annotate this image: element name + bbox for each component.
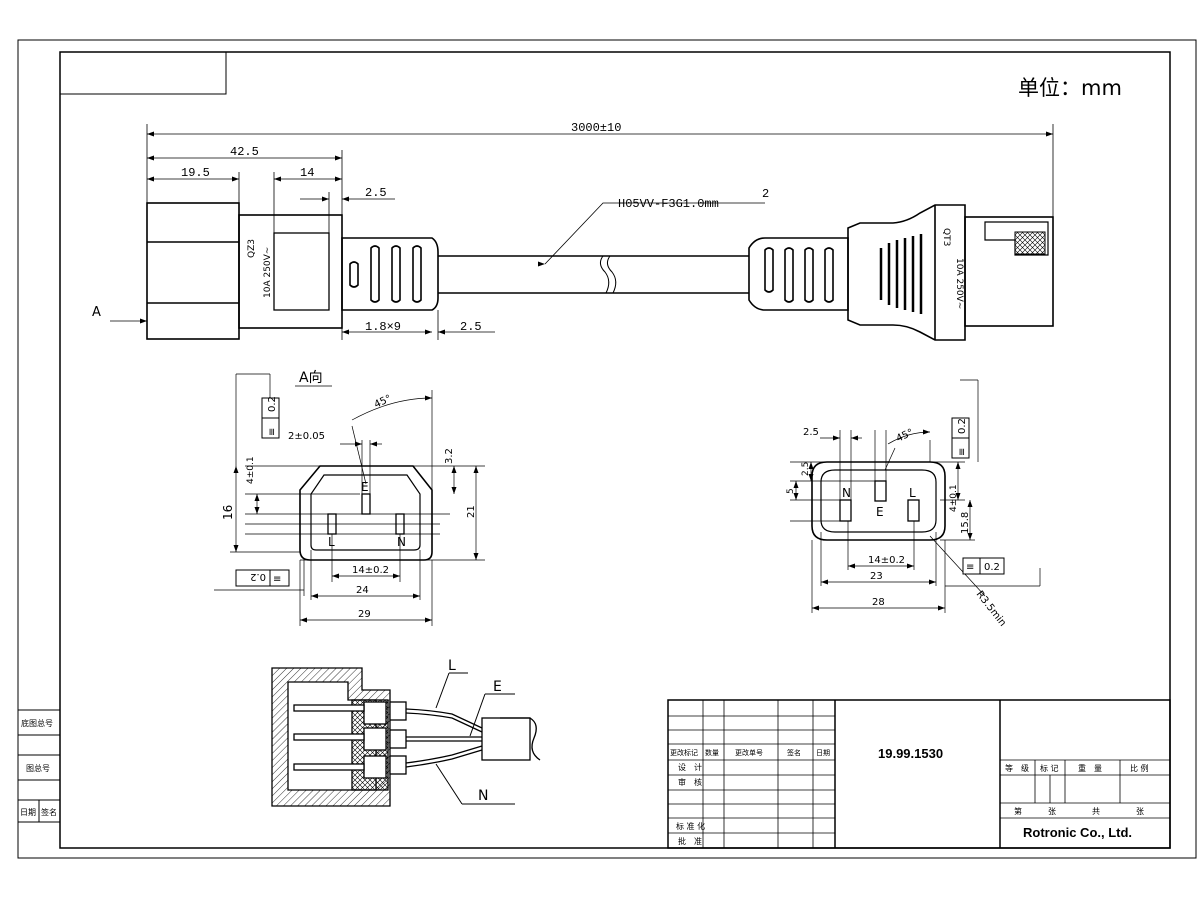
front-left-d21: 21: [466, 505, 477, 518]
front-right-d23: 23: [870, 571, 883, 582]
front-right-d28: 28: [872, 597, 885, 608]
strip-label-date: 日期: [20, 808, 36, 817]
front-left-angle: 45°: [373, 393, 394, 410]
drawing-frame: [17, 39, 1197, 859]
sheet-unit-2: 张: [1136, 807, 1144, 816]
sheet-unit-1: 张: [1048, 807, 1056, 816]
front-left-d24: 24: [356, 585, 369, 596]
left-strip: [18, 709, 60, 823]
front-right-d158: 15.8: [960, 512, 971, 534]
row-standard: 标 准 化: [676, 821, 705, 831]
strip-label-base: 底图总号: [21, 718, 53, 728]
front-right-d5: 5: [786, 488, 796, 494]
front-left-d14: 14±0.2: [352, 565, 389, 576]
front-left-pin-n: N: [397, 535, 406, 549]
title-block: [667, 699, 1171, 849]
front-left-pin-e: E: [361, 480, 369, 494]
drawing-number: 19.99.1530: [878, 746, 943, 761]
wiring-label-e: E: [493, 679, 502, 695]
unit-label: 单位：mm: [1018, 76, 1122, 100]
rev-header-date: 日期: [816, 749, 830, 757]
front-left-tol-bottom: 0.2: [250, 571, 266, 582]
front-right-d25: 2.5: [803, 427, 819, 438]
front-left-d29: 29: [358, 609, 371, 620]
wiring-label-n: N: [478, 788, 488, 804]
front-left-d4: 4±0.1: [246, 456, 256, 484]
front-right-tol-right-symbol: ≡: [966, 562, 974, 573]
sheet-total: 共: [1092, 807, 1100, 816]
cable-spec: H05VV-F3G1.0mm: [618, 197, 719, 211]
dim-42-5: 42.5: [230, 145, 259, 159]
front-left-pin-l: L: [328, 535, 335, 549]
view-a-title: A向: [299, 370, 323, 386]
front-right-d4: 4±0.1: [949, 484, 959, 512]
dim-2-5-top: 2.5: [365, 186, 387, 200]
view-arrow-label: A: [92, 305, 101, 320]
front-right-tol-symbol: ≡: [957, 448, 968, 456]
top-dimension-lines: [110, 124, 1054, 340]
wiring-section: [271, 667, 541, 807]
cable-spec-sup: 2: [762, 187, 769, 201]
front-left-tol-symbol: ≡: [267, 428, 278, 436]
rev-header-no: 更改单号: [735, 748, 763, 757]
front-right-pin-l: L: [909, 486, 916, 500]
front-right-tol-right: 0.2: [984, 562, 1000, 573]
front-left-tol-box: 0.2: [267, 396, 278, 412]
dim-2-5-bottom: 2.5: [460, 320, 482, 334]
front-view-right: [811, 461, 946, 541]
rev-header-sign: 签名: [787, 748, 801, 757]
rev-header-qty: 数量: [705, 748, 719, 757]
row-approve: 批 准: [678, 836, 702, 846]
front-left-d2: 2±0.05: [288, 431, 325, 442]
wiring-label-l: L: [448, 658, 456, 674]
row-design: 设 计: [678, 762, 702, 772]
stage-mark: 标 记: [1040, 763, 1059, 773]
front-left-d16: 16: [221, 505, 235, 520]
stage-weight: 重 量: [1078, 763, 1102, 773]
left-plug-qz: QZ3: [247, 239, 257, 258]
row-review: 审 核: [678, 777, 702, 787]
dim-14: 14: [300, 166, 314, 180]
strip-label-sign: 签名: [41, 807, 57, 817]
rev-header-mark: 更改标记: [670, 748, 698, 757]
right-plug-rating: 10A 250V~: [954, 258, 964, 309]
front-right-d14: 14±0.2: [868, 555, 905, 566]
strip-label-total: 图总号: [26, 763, 50, 773]
cable-side-view: [146, 202, 1054, 341]
company-name: Rotronic Co., Ltd.: [1023, 825, 1132, 840]
front-left-tol-bottom-symbol: ≡: [273, 574, 281, 585]
front-right-tol-box: 0.2: [957, 418, 968, 434]
front-left-d32: 3.2: [444, 448, 455, 464]
stage-grade: 等 级: [1005, 763, 1029, 773]
front-right-pin-e: E: [876, 505, 884, 519]
dim-overall: 3000±10: [571, 121, 621, 135]
right-plug-qz: QT3: [941, 228, 951, 246]
dim-1-8x9: 1.8×9: [365, 320, 401, 334]
front-right-r3: R3.5min: [974, 589, 1008, 629]
front-left-dims: [214, 373, 485, 626]
front-right-d258: 2.5: [801, 462, 811, 476]
sheet-no: 第: [1014, 806, 1022, 816]
stage-scale: 比 例: [1130, 763, 1149, 773]
front-right-dims: [790, 379, 1041, 613]
front-right-pin-n: N: [842, 486, 851, 500]
dim-19-5: 19.5: [181, 166, 210, 180]
front-right-angle: 45°: [895, 427, 916, 444]
left-plug-rating: 10A 250V~: [263, 247, 273, 298]
